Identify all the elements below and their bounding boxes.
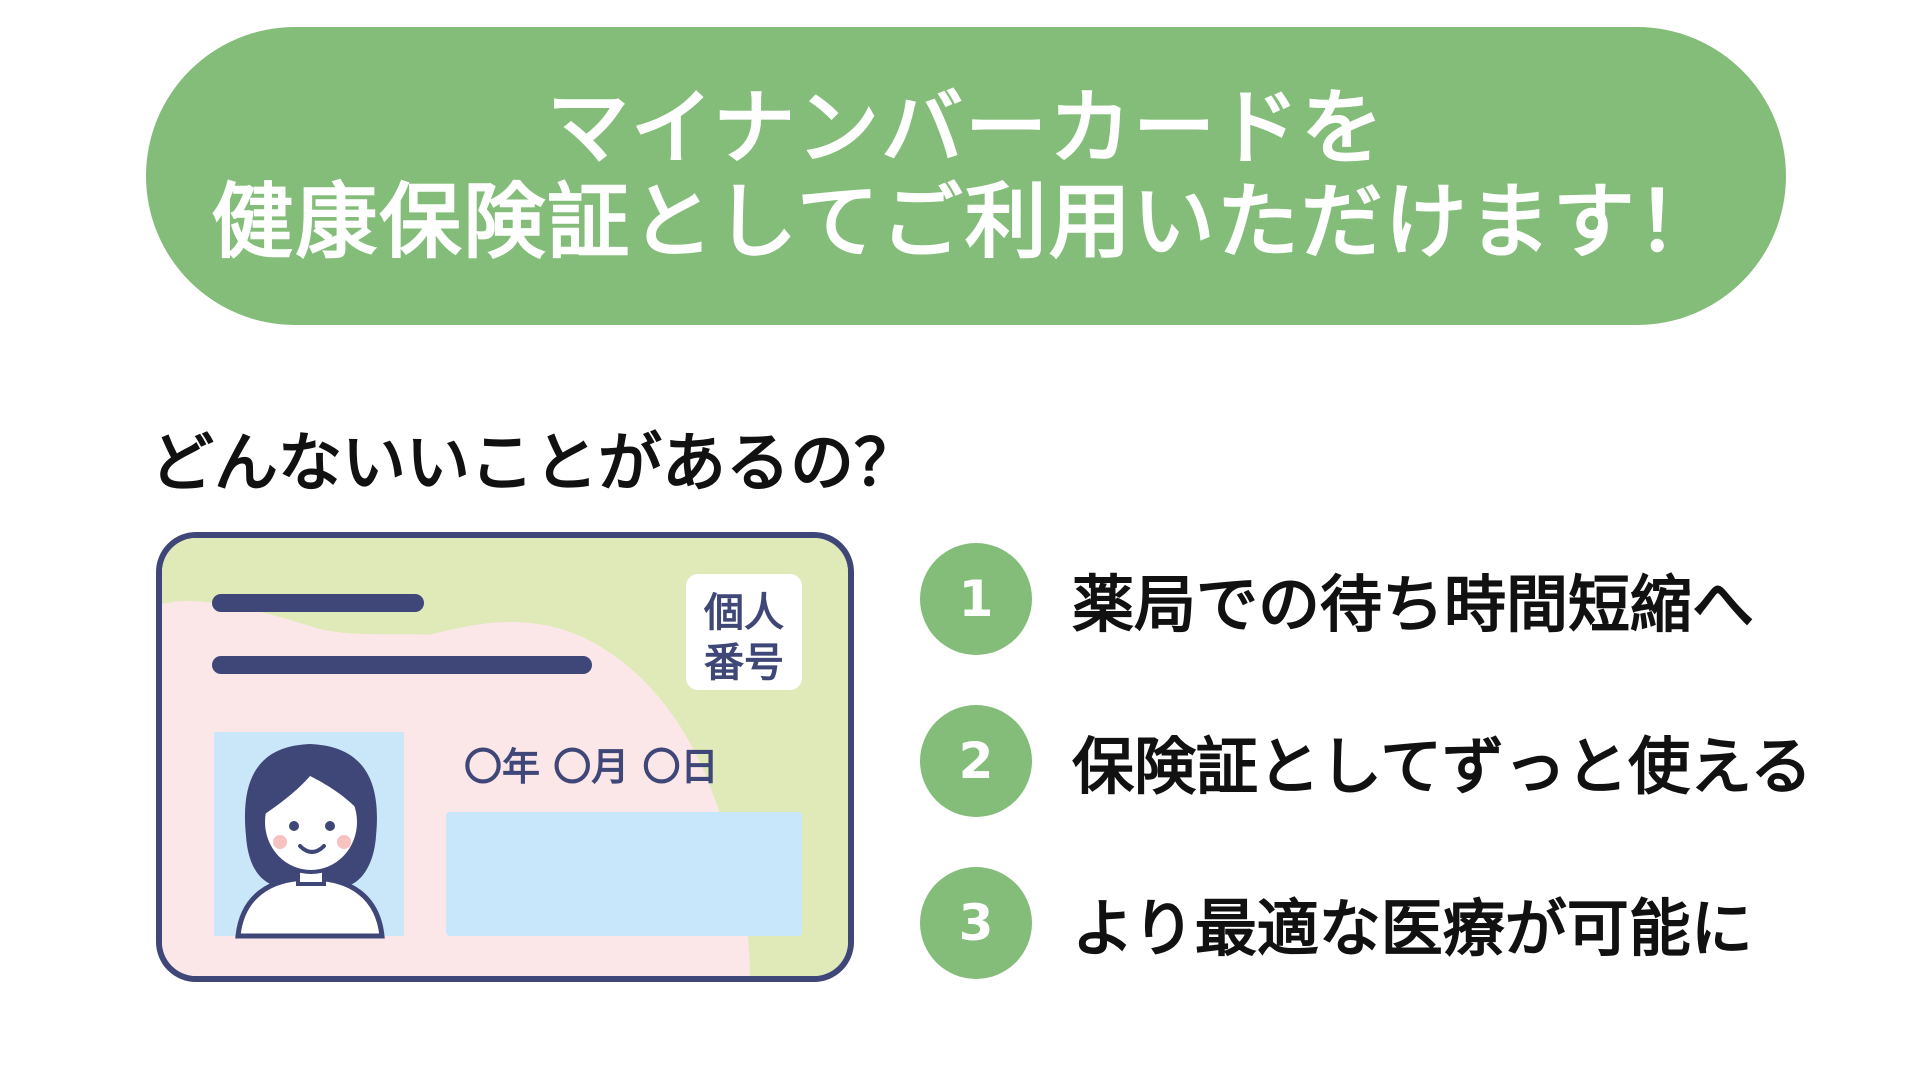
card-label-bottom: 番号 — [704, 640, 784, 686]
benefit-item-1: 1 薬局での待ち時間短縮へ — [920, 542, 1880, 656]
benefit-number-badge: 1 — [920, 543, 1032, 655]
my-number-card-illustration: 個人 番号 — [150, 526, 860, 988]
title-line-1: マイナンバーカードを — [546, 80, 1386, 176]
card-info-field — [446, 812, 802, 936]
card-label-top: 個人 — [703, 590, 784, 636]
benefit-text: 薬局での待ち時間短縮へ — [1072, 568, 1755, 641]
card-date-text: 〇年 〇月 〇日 — [464, 745, 718, 789]
benefit-text: 保険証としてずっと使える — [1072, 730, 1813, 803]
title-line-2: 健康保険証としてご利用いただけます！ — [211, 175, 1721, 270]
benefit-number-badge: 3 — [920, 867, 1032, 979]
question-heading: どんないいことがあるの？ — [150, 427, 918, 501]
benefit-number-badge: 2 — [920, 705, 1032, 817]
benefit-item-2: 2 保険証としてずっと使える — [920, 704, 1880, 818]
card-address-line — [212, 656, 592, 674]
card-number-label-box — [686, 574, 802, 690]
benefits-list: 1 薬局での待ち時間短縮へ 2 保険証としてずっと使える 3 より最適な医療が可… — [920, 542, 1880, 1028]
title-banner: マイナンバーカードを 健康保険証としてご利用いただけます！ — [146, 27, 1786, 325]
card-icon: 個人 番号 — [156, 532, 854, 982]
benefit-item-3: 3 より最適な医療が可能に — [920, 866, 1880, 980]
benefit-text: より最適な医療が可能に — [1072, 892, 1753, 965]
card-name-line — [212, 594, 424, 612]
person-avatar-icon — [235, 744, 385, 939]
